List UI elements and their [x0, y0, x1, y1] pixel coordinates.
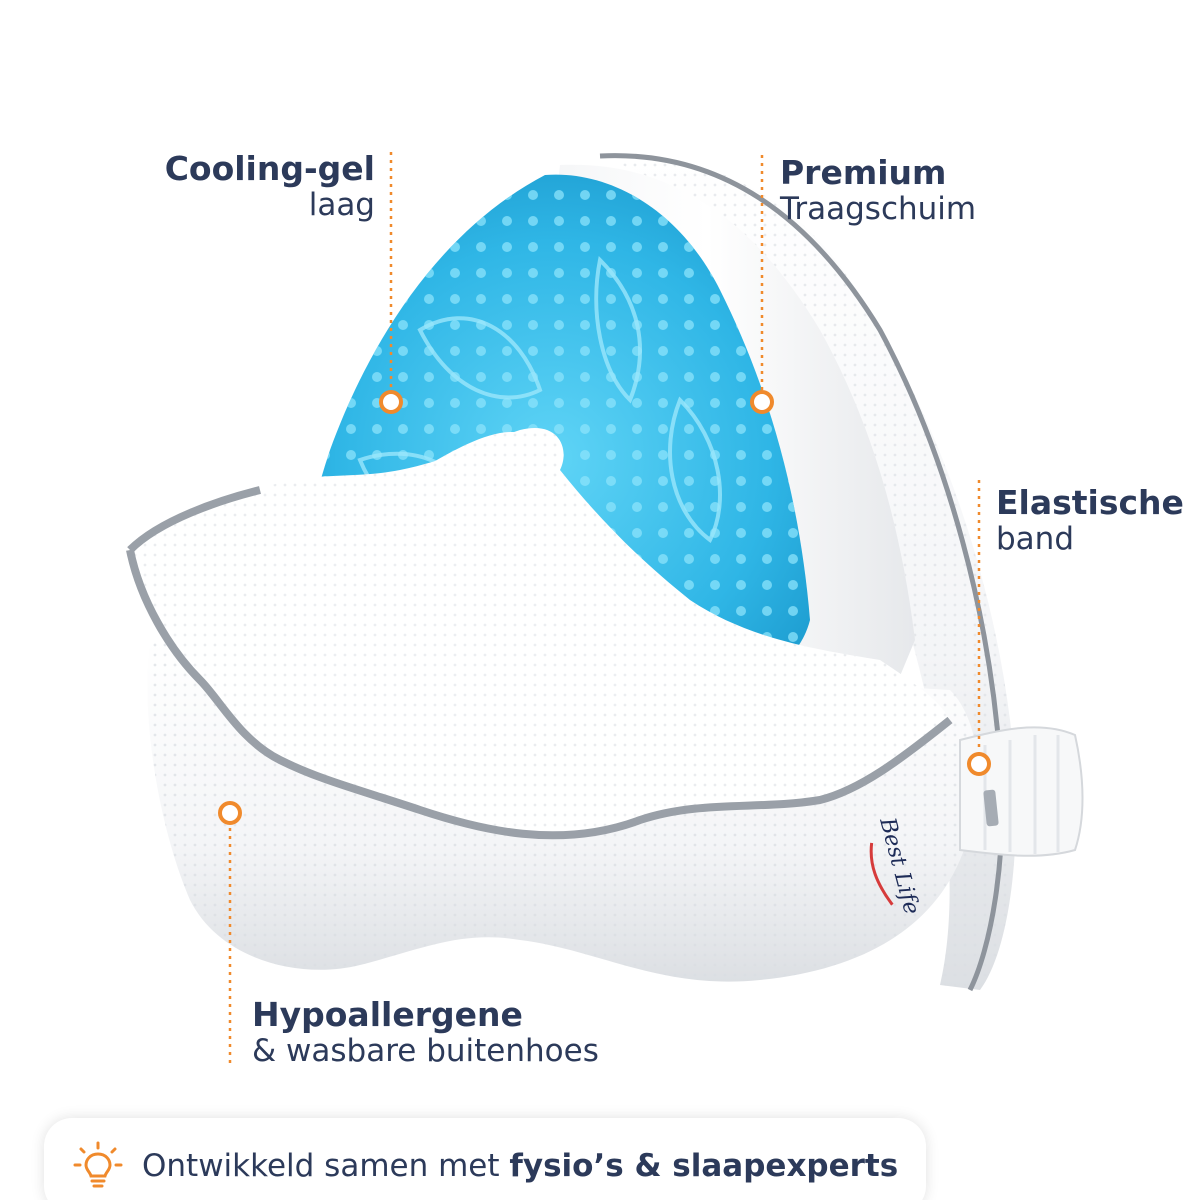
callout-elastic-band: Elastische band: [996, 484, 1184, 558]
callout-hypoallergenic-cover: Hypoallergene & wasbare buitenhoes: [252, 996, 599, 1070]
callout-cooling-gel: Cooling-gel laag: [160, 150, 375, 224]
hypo-marker: [218, 801, 242, 825]
callout-title: Hypoallergene: [252, 995, 523, 1034]
elastic-marker: [967, 752, 991, 776]
footer-text: Ontwikkeld samen met fysio’s & slaapexpe…: [142, 1148, 898, 1184]
callout-subtitle: & wasbare buitenhoes: [252, 1032, 599, 1069]
footer-text-prefix: Ontwikkeld samen met: [142, 1148, 510, 1184]
callout-title: Premium: [780, 153, 947, 192]
footer-text-bold: fysio’s & slaapexperts: [509, 1148, 899, 1184]
lightbulb-icon: [73, 1141, 123, 1188]
callout-subtitle: band: [996, 520, 1074, 557]
callout-title: Cooling-gel: [164, 149, 375, 188]
callout-title: Elastische: [996, 483, 1184, 522]
callout-subtitle: laag: [308, 186, 375, 223]
callout-subtitle: Traagschuim: [780, 190, 977, 227]
footer-banner: Ontwikkeld samen met fysio’s & slaapexpe…: [44, 1118, 926, 1200]
zipper-pull: [983, 789, 999, 827]
callout-premium-foam: Premium Traagschuim: [780, 154, 976, 228]
cooling-marker: [379, 390, 403, 414]
flap-piping: [126, 549, 953, 840]
zipper-line: [599, 153, 1005, 992]
premium-marker: [750, 390, 774, 414]
